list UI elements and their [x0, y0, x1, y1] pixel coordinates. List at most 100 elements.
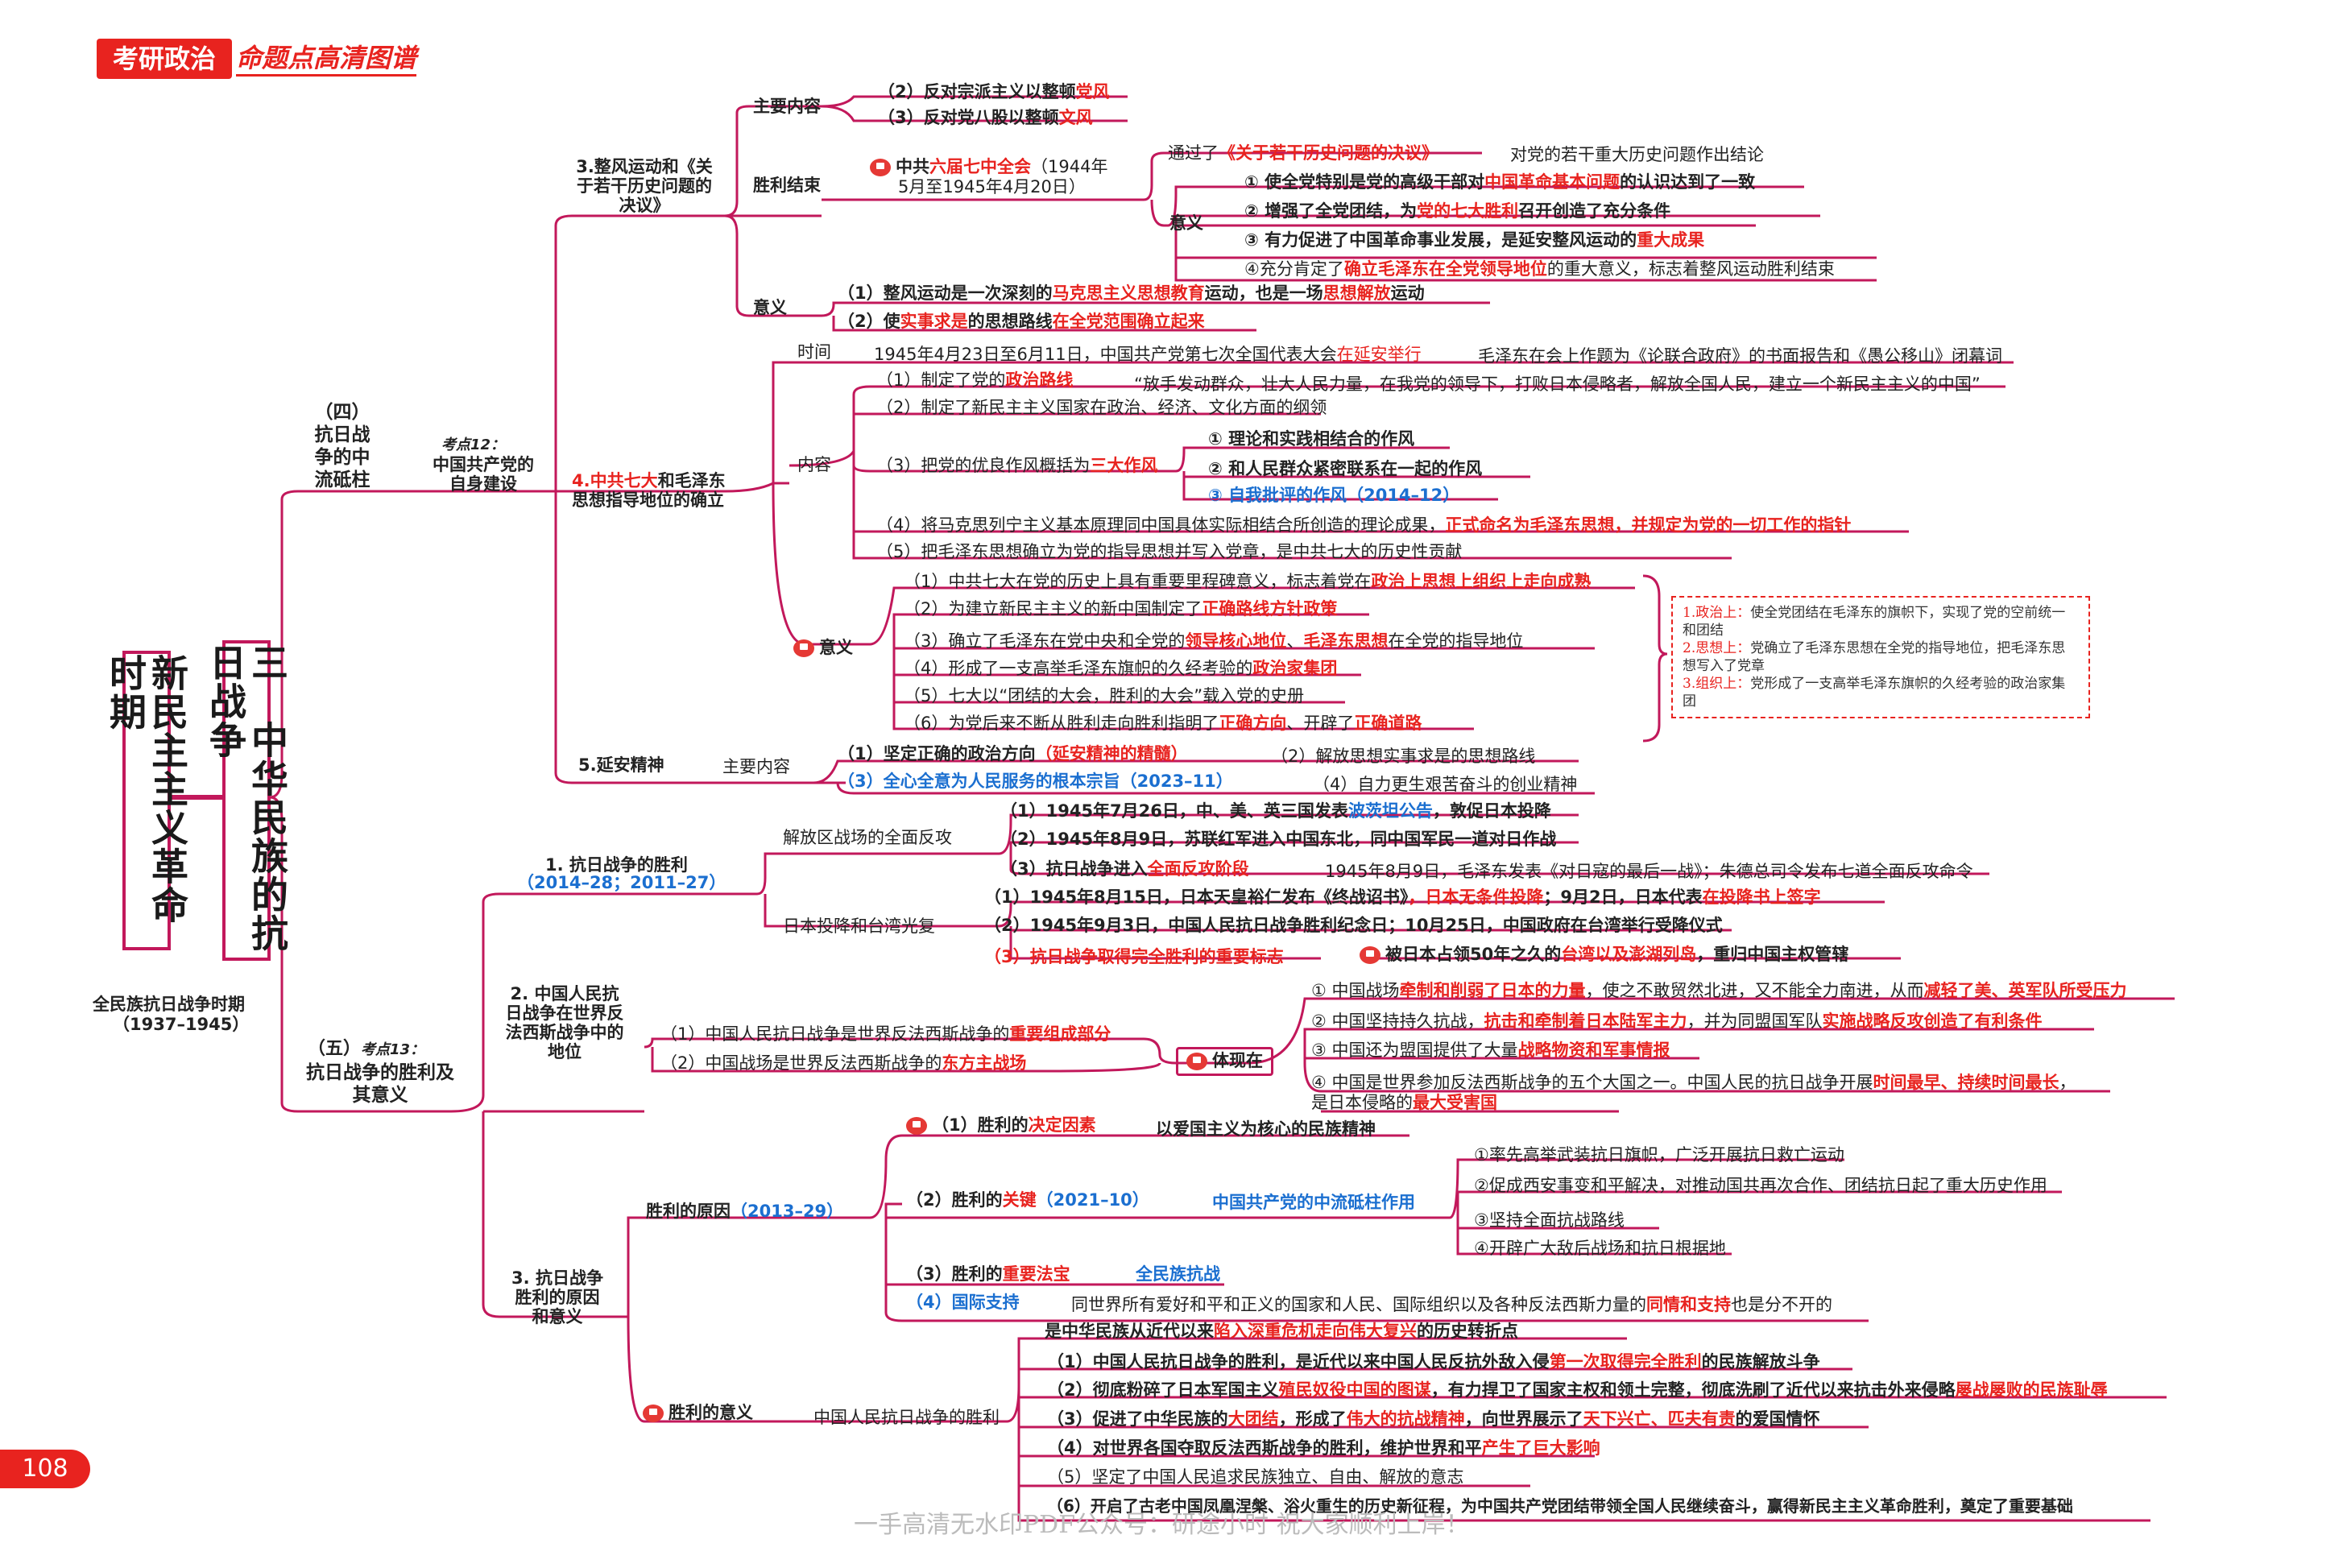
victory-u2: （2）1945年9月3日，中国人民抗日战争胜利纪念日；10月25日，中国政府在台…: [984, 916, 1723, 935]
victory-f3a: （3）抗日战争进入: [1000, 859, 1148, 879]
status-tixian-label: 体现在: [1212, 1051, 1263, 1070]
victory-f1a: （1）1945年7月26日，中、美、英三国发表: [1000, 801, 1348, 821]
reasons-k4: ④开辟广大敌后战场和抗日根据地: [1474, 1239, 1726, 1258]
qida-s5: （5）七大以“团结的大会，胜利的大会”载入党的史册: [904, 686, 1305, 705]
status-t4e: 最大受害国: [1413, 1093, 1497, 1112]
qida-c3b: 三大作风: [1090, 456, 1158, 475]
qida-c5: （5）把毛泽东思想确立为党的指导思想并写入党章，是中共七大的历史性贡献: [876, 542, 1463, 561]
reasons-g2c: ，有力捍卫了国家主权和领土完整，彻底洗刷了近代以来抗击外来侵略: [1430, 1380, 1956, 1400]
reasons-g2d: 屡战屡败的民族耻辱: [1955, 1380, 2108, 1400]
yanan-p1a: （1）坚定正确的政治方向: [838, 744, 1036, 763]
qida-s3b: 领导核心地位: [1185, 631, 1287, 651]
zf-pass-c: 对党的若干重大历史问题作出结论: [1510, 145, 1764, 164]
victory-u1d: 在投降书上签字: [1702, 887, 1821, 907]
sec5-title: （五）: [308, 1039, 362, 1059]
zf-s1c: 运动，也是一场: [1204, 283, 1323, 303]
zf-y2a: ② 增强了全党团结，为: [1244, 201, 1418, 221]
reasons-g1a: （1）中国人民抗日战争的胜利，是近代以来中国人民反抗外敌入侵: [1047, 1352, 1550, 1371]
watermark: 一手高清无水印PDF公众号：研途小时 祝大家顺利上岸！: [854, 1511, 1470, 1539]
victory-f3b: 全面反攻阶段: [1147, 859, 1249, 879]
zf-s1a: （1）整风运动是一次深刻的: [838, 283, 1053, 303]
reasons-r4d: 也是分不开的: [1731, 1295, 1832, 1314]
victory-u3: 被日本占领50年之久的台湾以及澎湖列岛，重归中国主权管辖: [1360, 945, 1848, 965]
zf-m2b: 文风: [1058, 108, 1093, 127]
qida-note-2: 2.思想上：党确立了毛泽东思想在全党的指导地位，把毛泽东思想写入了党章: [1683, 639, 2079, 675]
reasons-r2: （2）胜利的关键（2021–10）: [906, 1190, 1149, 1210]
victory-u1a: （1）1945年8月15日，日本天皇裕仁发布《终战诏书》: [984, 887, 1409, 907]
reasons-r3a: （3）胜利的: [906, 1264, 1003, 1284]
qida-c2: （2）制定了新民主主义国家在政治、经济、文化方面的纲领: [876, 398, 1327, 417]
victory-u3c: 台湾以及澎湖列岛: [1561, 945, 1697, 964]
status-t2c: ，并为同盟国军队: [1687, 1012, 1823, 1031]
root-title: 新民主主义革命时期: [104, 651, 189, 950]
zf-pass-a: 通过了: [1168, 143, 1219, 163]
reasons-g1: （1）中国人民抗日战争的胜利，是近代以来中国人民反抗外敌入侵第一次取得完全胜利的…: [1047, 1352, 1820, 1372]
qida-title-c: 思想指导地位的确立: [572, 490, 724, 510]
qida-c4b: 正式命名为毛泽东思想，并规定为党的一切工作的指针: [1445, 515, 1852, 535]
qida-time: 1945年4月23日至6月11日，中国共产党第七次全国代表大会在延安举行: [874, 345, 1422, 365]
qida-note-box: 1.政治上：使全党团结在毛泽东的旗帜下，实现了党的空前统一和团结 2.思想上：党…: [1671, 596, 2090, 718]
qida-s1: （1）中共七大在党的历史上具有重要里程碑意义，标志着党在政治上思想上组织上走向成…: [904, 572, 1591, 592]
status-a1b: 重要组成部分: [1009, 1024, 1111, 1044]
period-label: 全民族抗日战争时期: [93, 995, 245, 1014]
qida-note-3-text: 党形成了一支高举毛泽东旗帜的久经考验的政治家集团: [1683, 676, 2066, 710]
status-t4b: 时间最早、持续时间最长: [1873, 1073, 2059, 1092]
zf-sig-label: 意义: [753, 298, 787, 317]
zf-s1d: 思想解放: [1323, 283, 1391, 303]
qida-title-a: 4.中共七大: [572, 471, 658, 490]
qida-s6c: 、开辟了: [1286, 714, 1355, 733]
zf-s2d: 在全党范围确立起来: [1052, 312, 1205, 331]
qida-z3: ③ 自我批评的作风（2014–12）: [1208, 486, 1460, 505]
sec5-kaodian: 考点13：: [361, 1041, 425, 1058]
victory-f1c: ，敦促日本投降: [1432, 801, 1551, 821]
victory-front-label: 解放区战场的全面反攻: [783, 828, 952, 847]
qida-sig-label: 意义: [819, 638, 853, 657]
status-t4d: 是日本侵略的: [1311, 1093, 1413, 1112]
reasons-g3: （3）促进了中华民族的大团结，形成了伟大的抗战精神，向世界展示了天下兴亡、匹夫有…: [1047, 1409, 1820, 1429]
qida-time-c: 毛泽东在会上作题为《论联合政府》的书面报告和《愚公移山》闭幕词: [1478, 346, 2002, 366]
page-number: 108: [0, 1450, 90, 1488]
qida-c1: （1）制定了党的政治路线: [876, 370, 1073, 391]
zf-y3: ③ 有力促进了中国革命事业发展，是延安整风运动的重大成果: [1244, 230, 1704, 250]
reasons-sig-label: 胜利的意义: [669, 1403, 753, 1422]
status-a1a: （1）中国人民抗日战争是世界反法西斯战争的: [660, 1024, 1010, 1044]
status-a1: （1）中国人民抗日战争是世界反法西斯战争的重要组成部分: [660, 1024, 1111, 1045]
status-a2b: 东方主战场: [942, 1053, 1027, 1073]
yanan-p1: （1）坚定正确的政治方向（延安精神的精髓）: [838, 744, 1188, 764]
zf-y4c: 的重大意义，标志着整风运动胜利结束: [1546, 259, 1835, 279]
header-subtitle: 命题点高清图谱: [236, 42, 417, 77]
zf-m1a: （2）反对宗派主义以整顿: [878, 82, 1076, 101]
zf-result-b: 六届七中全会: [929, 157, 1031, 176]
status-t1d: 减轻了美、英军队所受压力: [1923, 981, 2127, 1000]
victory-f1: （1）1945年7月26日，中、美、英三国发表波茨坦公告，敦促日本投降: [1000, 801, 1551, 821]
victory-f3c: 1945年8月9日，毛泽东发表《对日寇的最后一战》；朱德总司令发布七道全面反攻命…: [1325, 862, 1973, 881]
zf-s2a: （2）使: [838, 312, 900, 331]
reasons-r2d: 中国共产党的中流砥柱作用: [1212, 1193, 1415, 1212]
qida-s3d: 毛泽东思想: [1303, 631, 1389, 651]
period-years: （1937–1945）: [113, 1015, 250, 1034]
qida-note-3-label: 3.组织上：: [1683, 676, 1751, 692]
qida-c1c: “放手发动群众，壮大人民力量，在我党的领导下，打败日本侵略者，解放全国人民，建立…: [1134, 374, 1981, 394]
qida-s3c: 、: [1286, 631, 1304, 651]
zf-yiyi-label: 意义: [1169, 213, 1203, 233]
qida-z2: ② 和人民群众紧密联系在一起的作风: [1208, 459, 1483, 478]
zf-m2: （3）反对党八股以整顿文风: [878, 108, 1093, 128]
qida-sig: 意义: [793, 638, 853, 658]
qida-content-label: 内容: [797, 455, 831, 474]
victory-u1b: ，日本无条件投降: [1408, 887, 1544, 907]
reasons-g4: （4）对世界各国夺取反法西斯战争的胜利，维护世界和平产生了巨大影响: [1047, 1438, 1600, 1458]
qida-c4a: （4）将马克思列宁主义基本原理同中国具体实际相结合所创造的理论成果，: [876, 515, 1446, 535]
qida-note-3: 3.组织上：党形成了一支高举毛泽东旗帜的久经考验的政治家集团: [1683, 675, 2079, 710]
zf-y2: ② 增强了全党团结，为党的七大胜利召开创造了充分条件: [1244, 201, 1670, 221]
zf-s1b: 马克思主义思想教育: [1052, 283, 1205, 303]
zf-pass: 通过了《关于若干历史问题的决议》: [1168, 143, 1438, 163]
zf-y1a: ① 使全党特别是党的高级干部对: [1244, 172, 1485, 192]
status-a2a: （2）中国战场是世界反法西斯战争的: [660, 1053, 942, 1073]
qida-c3a: （3）把党的优良作风概括为: [876, 456, 1091, 475]
reasons-r1a: （1）胜利的: [932, 1115, 1029, 1135]
flag-icon: [643, 1405, 664, 1422]
qida-s3a: （3）确立了毛泽东在党中央和全党的: [904, 631, 1186, 651]
qida-note-2-text: 党确立了毛泽东思想在全党的指导地位，把毛泽东思想写入了党章: [1683, 640, 2066, 674]
zf-m2a: （3）反对党八股以整顿: [878, 108, 1059, 127]
zf-s1e: 运动: [1390, 283, 1425, 303]
